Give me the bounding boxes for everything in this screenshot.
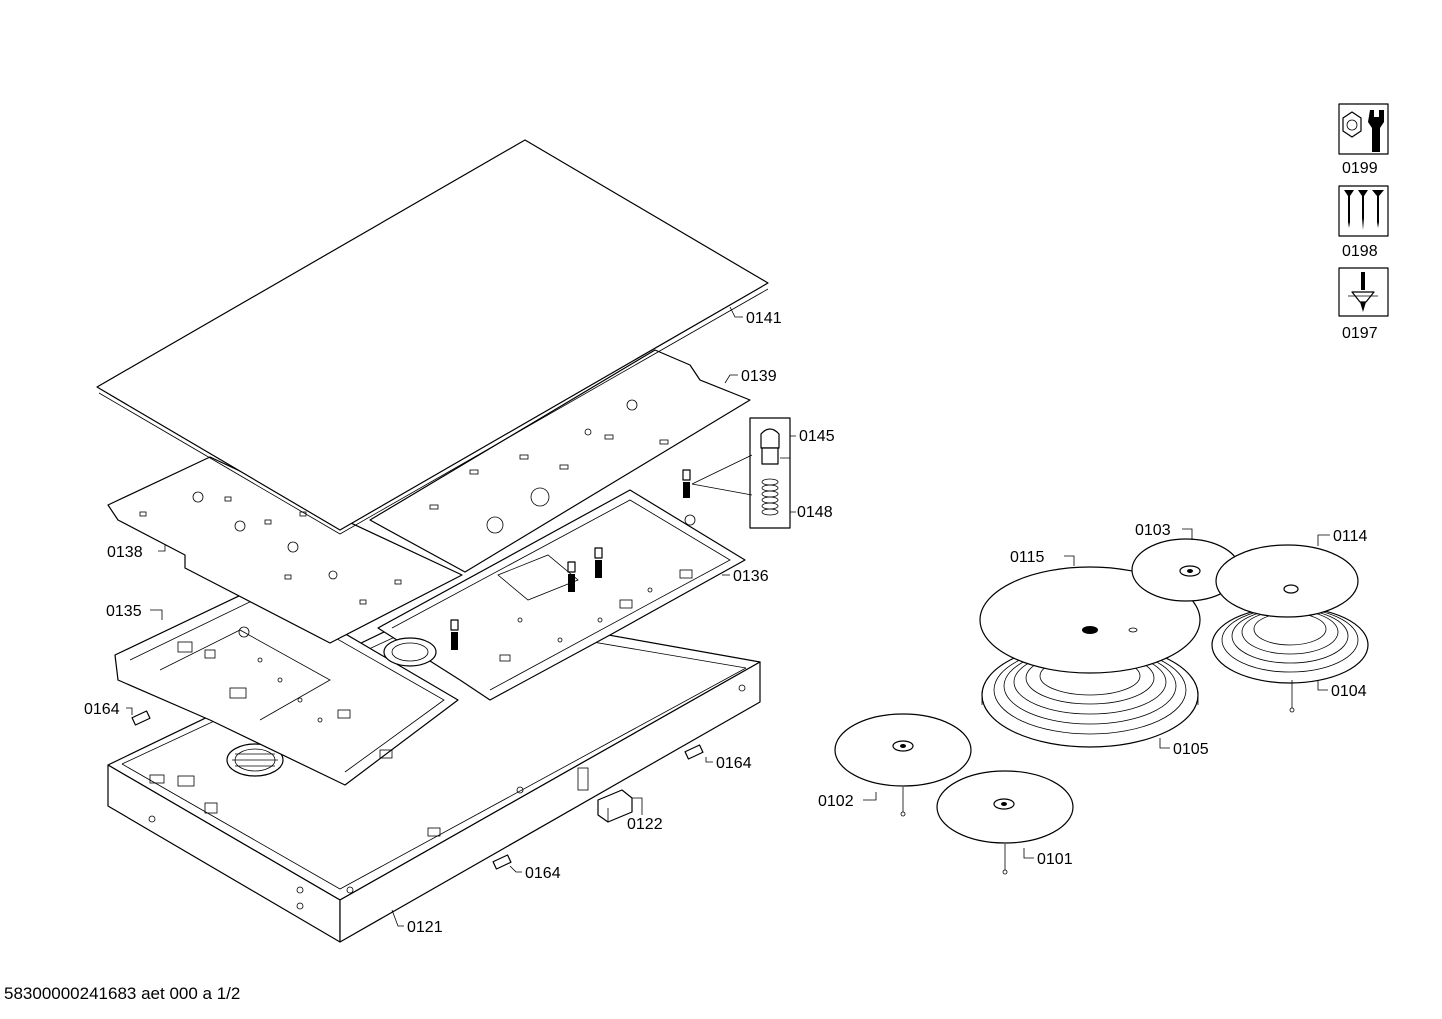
part-0136-right-frame — [377, 489, 746, 701]
part-0148-spring — [761, 478, 779, 516]
label-0139: 0139 — [741, 368, 777, 385]
service-icons: 0199 0198 0197 — [1338, 103, 1389, 342]
service-label-0199: 0199 — [1342, 160, 1378, 177]
part-0141-glass-top — [96, 139, 769, 535]
screws-icon — [1338, 185, 1389, 237]
part-0121-housing — [107, 604, 761, 943]
part-0115-large-plate — [979, 566, 1201, 674]
part-0145-foot — [760, 428, 780, 465]
part-0139-right-plate — [369, 349, 751, 573]
leader-lines — [126, 306, 1330, 927]
label-0141: 0141 — [746, 310, 782, 327]
label-0115: 0115 — [1010, 549, 1045, 566]
callout-labels: 0141 0139 0145 0148 0138 0136 0135 0164 … — [84, 310, 1368, 936]
service-label-0197: 0197 — [1342, 325, 1378, 342]
housing-cutouts — [148, 684, 746, 910]
label-0148: 0148 — [797, 504, 833, 521]
label-0136: 0136 — [733, 568, 769, 585]
screwdriver-icon — [1338, 267, 1389, 317]
part-0122-bracket — [597, 789, 633, 823]
service-label-0198: 0198 — [1342, 243, 1378, 260]
document-id: 58300000241683 aet 000 a 1/2 — [4, 984, 240, 1003]
fan-grille — [226, 743, 284, 777]
label-0103: 0103 — [1135, 522, 1171, 539]
part-0101-plate — [936, 770, 1074, 875]
part-0102-plate — [834, 713, 972, 817]
label-0164-right: 0164 — [716, 755, 752, 772]
label-0138: 0138 — [107, 544, 143, 561]
part-0164-clips — [131, 710, 704, 870]
label-0105: 0105 — [1173, 741, 1209, 758]
label-0164-left: 0164 — [84, 701, 120, 718]
label-0114: 0114 — [1333, 528, 1368, 545]
label-0135: 0135 — [106, 603, 142, 620]
frame-springs — [450, 469, 691, 650]
label-0164-bottom: 0164 — [525, 865, 561, 882]
nut-wrench-icon — [1338, 103, 1389, 155]
label-0145: 0145 — [799, 428, 835, 445]
label-0122: 0122 — [627, 816, 663, 833]
label-0121: 0121 — [407, 919, 443, 936]
label-0101: 0101 — [1037, 851, 1073, 868]
label-0102: 0102 — [818, 793, 854, 810]
label-0104: 0104 — [1331, 683, 1367, 700]
part-0114-plate — [1215, 544, 1359, 618]
part-0145-0148-kit — [450, 417, 791, 650]
